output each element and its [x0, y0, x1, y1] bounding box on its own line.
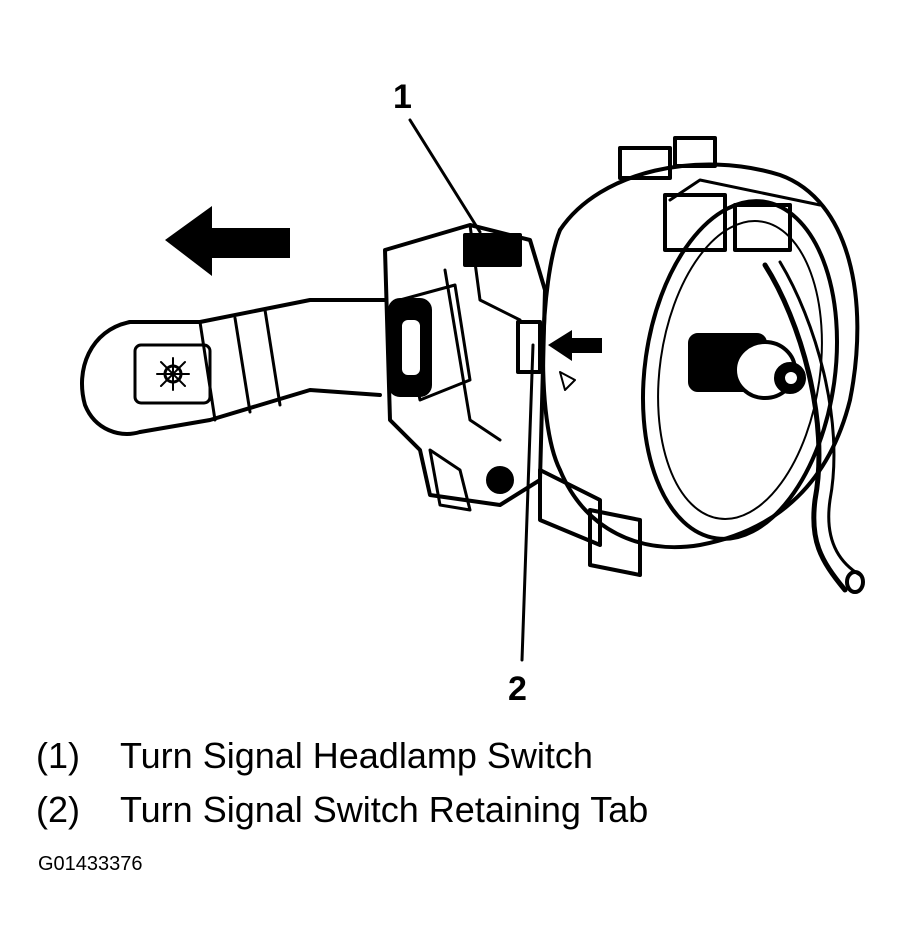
legend-item: (1) Turn Signal Headlamp Switch: [36, 738, 593, 774]
clock-spring-housing: [538, 136, 865, 594]
legend-item: (2) Turn Signal Switch Retaining Tab: [36, 792, 648, 828]
legend-label: Turn Signal Switch Retaining Tab: [120, 789, 649, 830]
legend-number: (2): [36, 789, 80, 830]
leader-line-1: [408, 118, 482, 234]
switch-lever: [80, 298, 432, 436]
legend-label: Turn Signal Headlamp Switch: [120, 735, 593, 776]
tab-indicator-arrow: [548, 330, 602, 361]
removal-direction-arrow: [165, 206, 290, 276]
figure-id: G01433376: [38, 853, 143, 875]
retaining-tab: [516, 320, 542, 374]
legend-number: (1): [36, 735, 80, 776]
leader-line-2: [520, 343, 535, 662]
callout-number-1: 1: [393, 78, 412, 116]
switch-assembly-illustration: [80, 118, 865, 662]
callout-number-2: 2: [508, 670, 527, 708]
